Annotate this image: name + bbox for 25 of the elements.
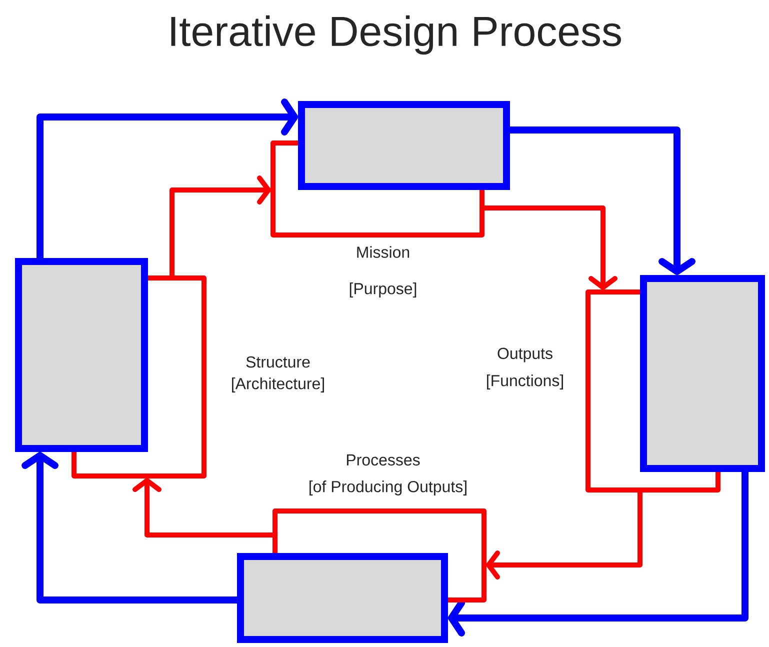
- loop-line: [72, 276, 206, 478]
- loop-line: [272, 508, 486, 602]
- arrow: [482, 206, 618, 290]
- arrow: [486, 490, 642, 580]
- label: Outputs: [498, 348, 552, 362]
- label: Processes: [346, 454, 420, 466]
- arrow: [510, 126, 696, 275]
- label: Structure: [246, 356, 310, 368]
- arrow: [132, 478, 275, 538]
- label: [Functions]: [487, 374, 563, 390]
- label: Mission: [357, 246, 410, 258]
- label: [of Producing Outputs]: [310, 480, 466, 496]
- arrow: [170, 176, 271, 278]
- process-box: [15, 258, 148, 452]
- process-box: [640, 275, 765, 472]
- loop-line: [270, 140, 484, 238]
- arrow: [36, 98, 298, 258]
- arrow: [22, 452, 237, 604]
- label: [Purpose]: [350, 282, 416, 298]
- process-box: [237, 553, 448, 643]
- arrow: [448, 472, 748, 636]
- title: Iterative Design Process: [171, 15, 621, 55]
- label: [Architecture]: [232, 378, 324, 392]
- loop-line: [586, 290, 720, 492]
- process-box: [298, 101, 510, 190]
